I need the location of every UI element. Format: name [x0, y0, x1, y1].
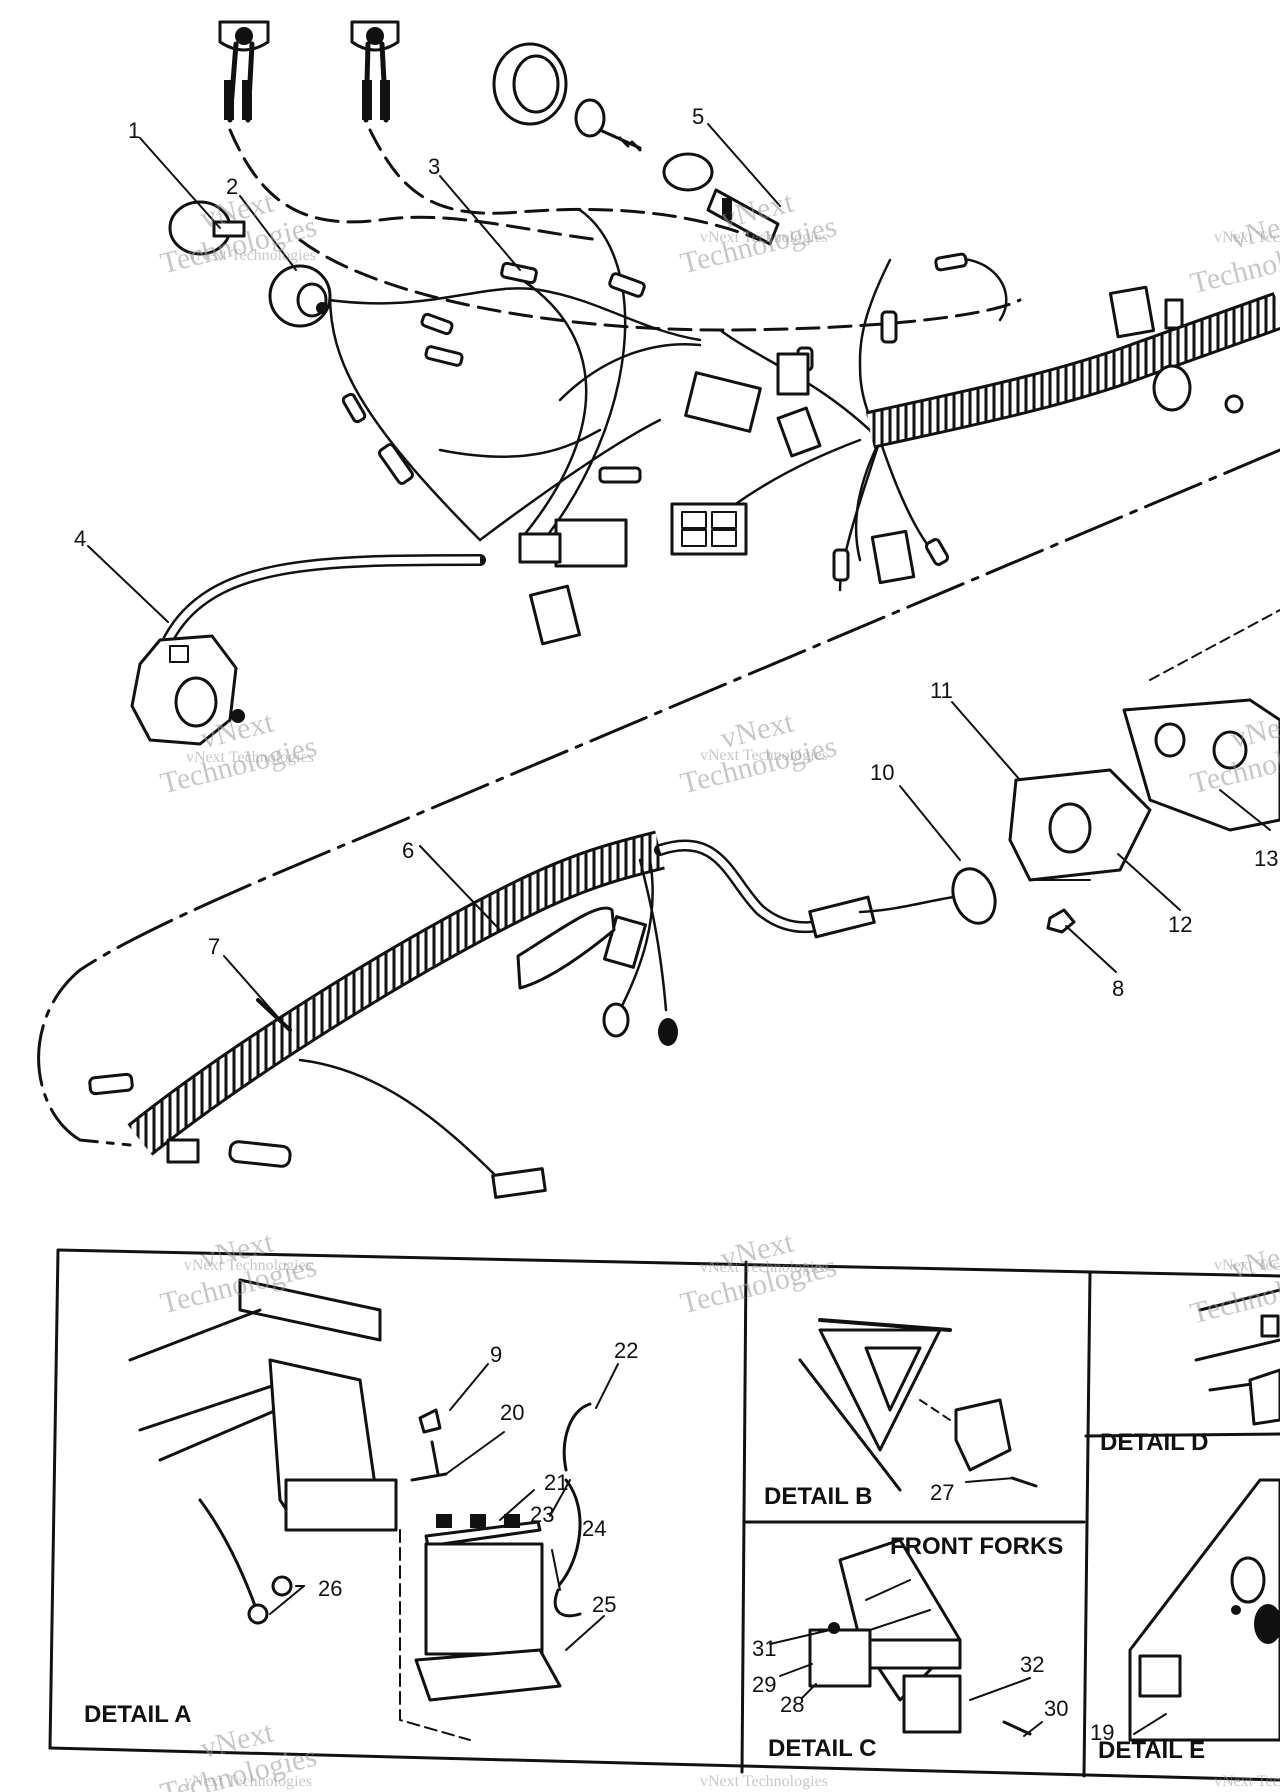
svg-text:vNext Technologies: vNext Technologies	[700, 1773, 828, 1790]
callout-13: 13	[1254, 846, 1278, 871]
svg-text:vNext Technologies: vNext Technologies	[1214, 1773, 1280, 1790]
handlebar-switch	[130, 554, 486, 746]
svg-text:vNext Technologies: vNext Technologies	[700, 1259, 828, 1276]
callout-21: 21	[544, 1470, 568, 1495]
dashed-wires	[228, 128, 1022, 332]
upper-harness	[130, 20, 1280, 746]
detail-e-drawing	[1128, 1478, 1280, 1742]
callout-8: 8	[1112, 976, 1124, 1001]
callout-1: 1	[128, 118, 140, 143]
callout-24: 24	[582, 1516, 606, 1541]
callout-7: 7	[208, 934, 220, 959]
relay-connector	[518, 352, 822, 568]
callout-20: 20	[500, 1400, 524, 1425]
detail-c-drawing	[808, 1538, 1032, 1736]
svg-text:vNext Technologies: vNext Technologies	[184, 1773, 312, 1790]
callout-19: 19	[1090, 1720, 1114, 1745]
svg-text:vNext Technologies: vNext Technologies	[1214, 1257, 1280, 1274]
callout-30: 30	[1044, 1696, 1068, 1721]
callout-23: 23	[530, 1502, 554, 1527]
svg-text:vNext Technologies: vNext Technologies	[700, 229, 828, 246]
svg-text:vNext Technologies: vNext Technologies	[1214, 229, 1280, 246]
callout-5: 5	[692, 104, 704, 129]
key-left	[218, 20, 270, 123]
section-divider	[37, 448, 1280, 1147]
detail-d-label: DETAIL D	[1100, 1429, 1208, 1456]
callout-numbers: 1 2 3 4 5 6 7 8 9 10 11 12 13 19 20 21 2…	[74, 104, 1278, 1745]
callout-27: 27	[930, 1480, 954, 1505]
callout-9: 9	[490, 1342, 502, 1367]
svg-text:vNext Technologies: vNext Technologies	[700, 747, 828, 764]
flat-plugs	[529, 285, 1184, 646]
callout-32: 32	[1020, 1652, 1044, 1677]
wires	[298, 208, 1008, 592]
watermark: vNext Technologies	[1187, 205, 1280, 300]
callout-29: 29	[752, 1672, 776, 1697]
front-forks-label: FRONT FORKS	[890, 1533, 1063, 1560]
detail-c-label: DETAIL C	[768, 1735, 876, 1762]
lower-harness	[88, 830, 997, 1199]
detail-b-drawing	[798, 1318, 1038, 1492]
callout-22: 22	[614, 1338, 638, 1363]
detail-a-label: DETAIL A	[84, 1701, 192, 1728]
svg-text:vNext Technologies: vNext Technologies	[184, 1257, 312, 1274]
callout-31: 31	[752, 1636, 776, 1661]
callout-3: 3	[428, 154, 440, 179]
svg-text:vNext Technologies: vNext Technologies	[188, 247, 316, 264]
harness-tube-upper	[865, 292, 1280, 449]
callout-2: 2	[226, 174, 238, 199]
callout-26: 26	[318, 1576, 342, 1601]
svg-text:vNext Technologies: vNext Technologies	[186, 749, 314, 766]
detail-a-drawing	[128, 1278, 592, 1741]
details-frame	[48, 1248, 1280, 1782]
key-right	[350, 20, 400, 123]
ignition-switch-assembly	[492, 42, 780, 246]
callout-12: 12	[1168, 912, 1192, 937]
callout-6: 6	[402, 838, 414, 863]
detail-e-label: DETAIL E	[1098, 1737, 1205, 1764]
taillight-assembly	[1008, 609, 1280, 934]
leader-lines	[87, 123, 1271, 1737]
bulb-assembly	[168, 200, 332, 328]
callout-10: 10	[870, 760, 894, 785]
detail-d-drawing	[1194, 1288, 1280, 1426]
callout-28: 28	[780, 1692, 804, 1717]
callout-4: 4	[74, 526, 86, 551]
callout-25: 25	[592, 1592, 616, 1617]
callout-11: 11	[930, 678, 953, 703]
detail-b-label: DETAIL B	[764, 1483, 872, 1510]
detail-labels: DETAIL A DETAIL B DETAIL C DETAIL D DETA…	[84, 1429, 1208, 1764]
